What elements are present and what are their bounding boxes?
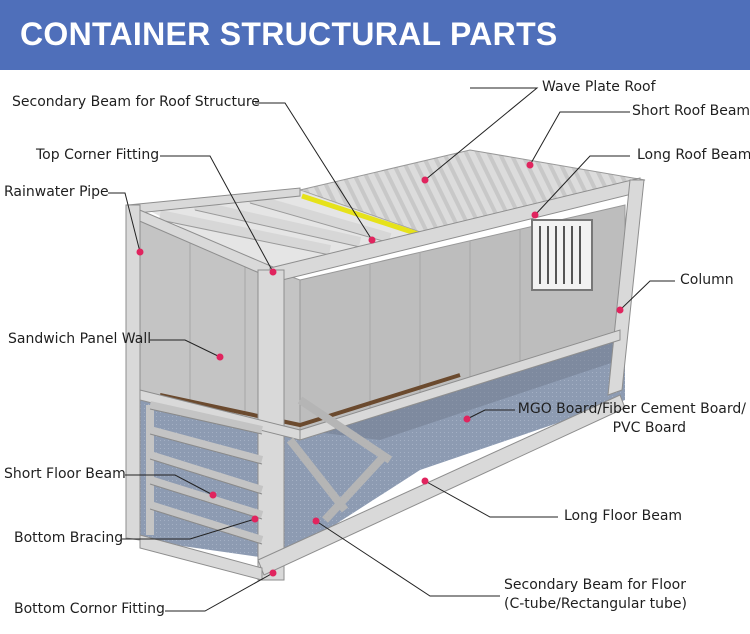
label-column: Column [680,272,734,288]
label-bottom-bracing: Bottom Bracing [14,530,124,546]
label-sandwich-panel-wall: Sandwich Panel Wall [8,331,152,347]
label-bottom-corner-fitting: Bottom Cornor Fitting [14,601,165,617]
label-secondary-beam-roof: Secondary Beam for Roof Structure [12,94,260,110]
bottom-bracing [146,401,264,544]
frame [125,177,645,581]
floor-secondary-beams [286,396,393,523]
label-top-corner-fitting: Top Corner Fitting [36,147,160,163]
label-short-floor-beam: Short Floor Beam [4,466,126,482]
label-secondary-beam-floor-line1: Secondary Beam for Floor [504,577,687,593]
window [531,219,593,291]
label-secondary-beam-floor: Secondary Beam for Floor (C-tube/Rectang… [504,576,687,614]
page-title: CONTAINER STRUCTURAL PARTS [20,16,558,52]
wall-seams [189,229,521,415]
label-long-roof-beam: Long Roof Beam [637,147,750,163]
label-mgo-board-line2: PVC Board [612,420,686,436]
label-long-floor-beam: Long Floor Beam [564,508,683,524]
label-rainwater-pipe: Rainwater Pipe [4,184,109,200]
label-secondary-beam-floor-line2: (C-tube/Rectangular tube) [504,596,687,612]
label-mgo-board: MGO Board/Fiber Cement Board/ PVC Board [500,400,746,438]
label-mgo-board-line1: MGO Board/Fiber Cement Board/ [517,401,746,417]
leader-lines [108,87,675,612]
markers [136,161,624,577]
label-short-roof-beam: Short Roof Beam [632,103,750,119]
title-banner: CONTAINER STRUCTURAL PARTS [0,0,750,70]
label-wave-plate-roof: Wave Plate Roof [542,79,656,95]
